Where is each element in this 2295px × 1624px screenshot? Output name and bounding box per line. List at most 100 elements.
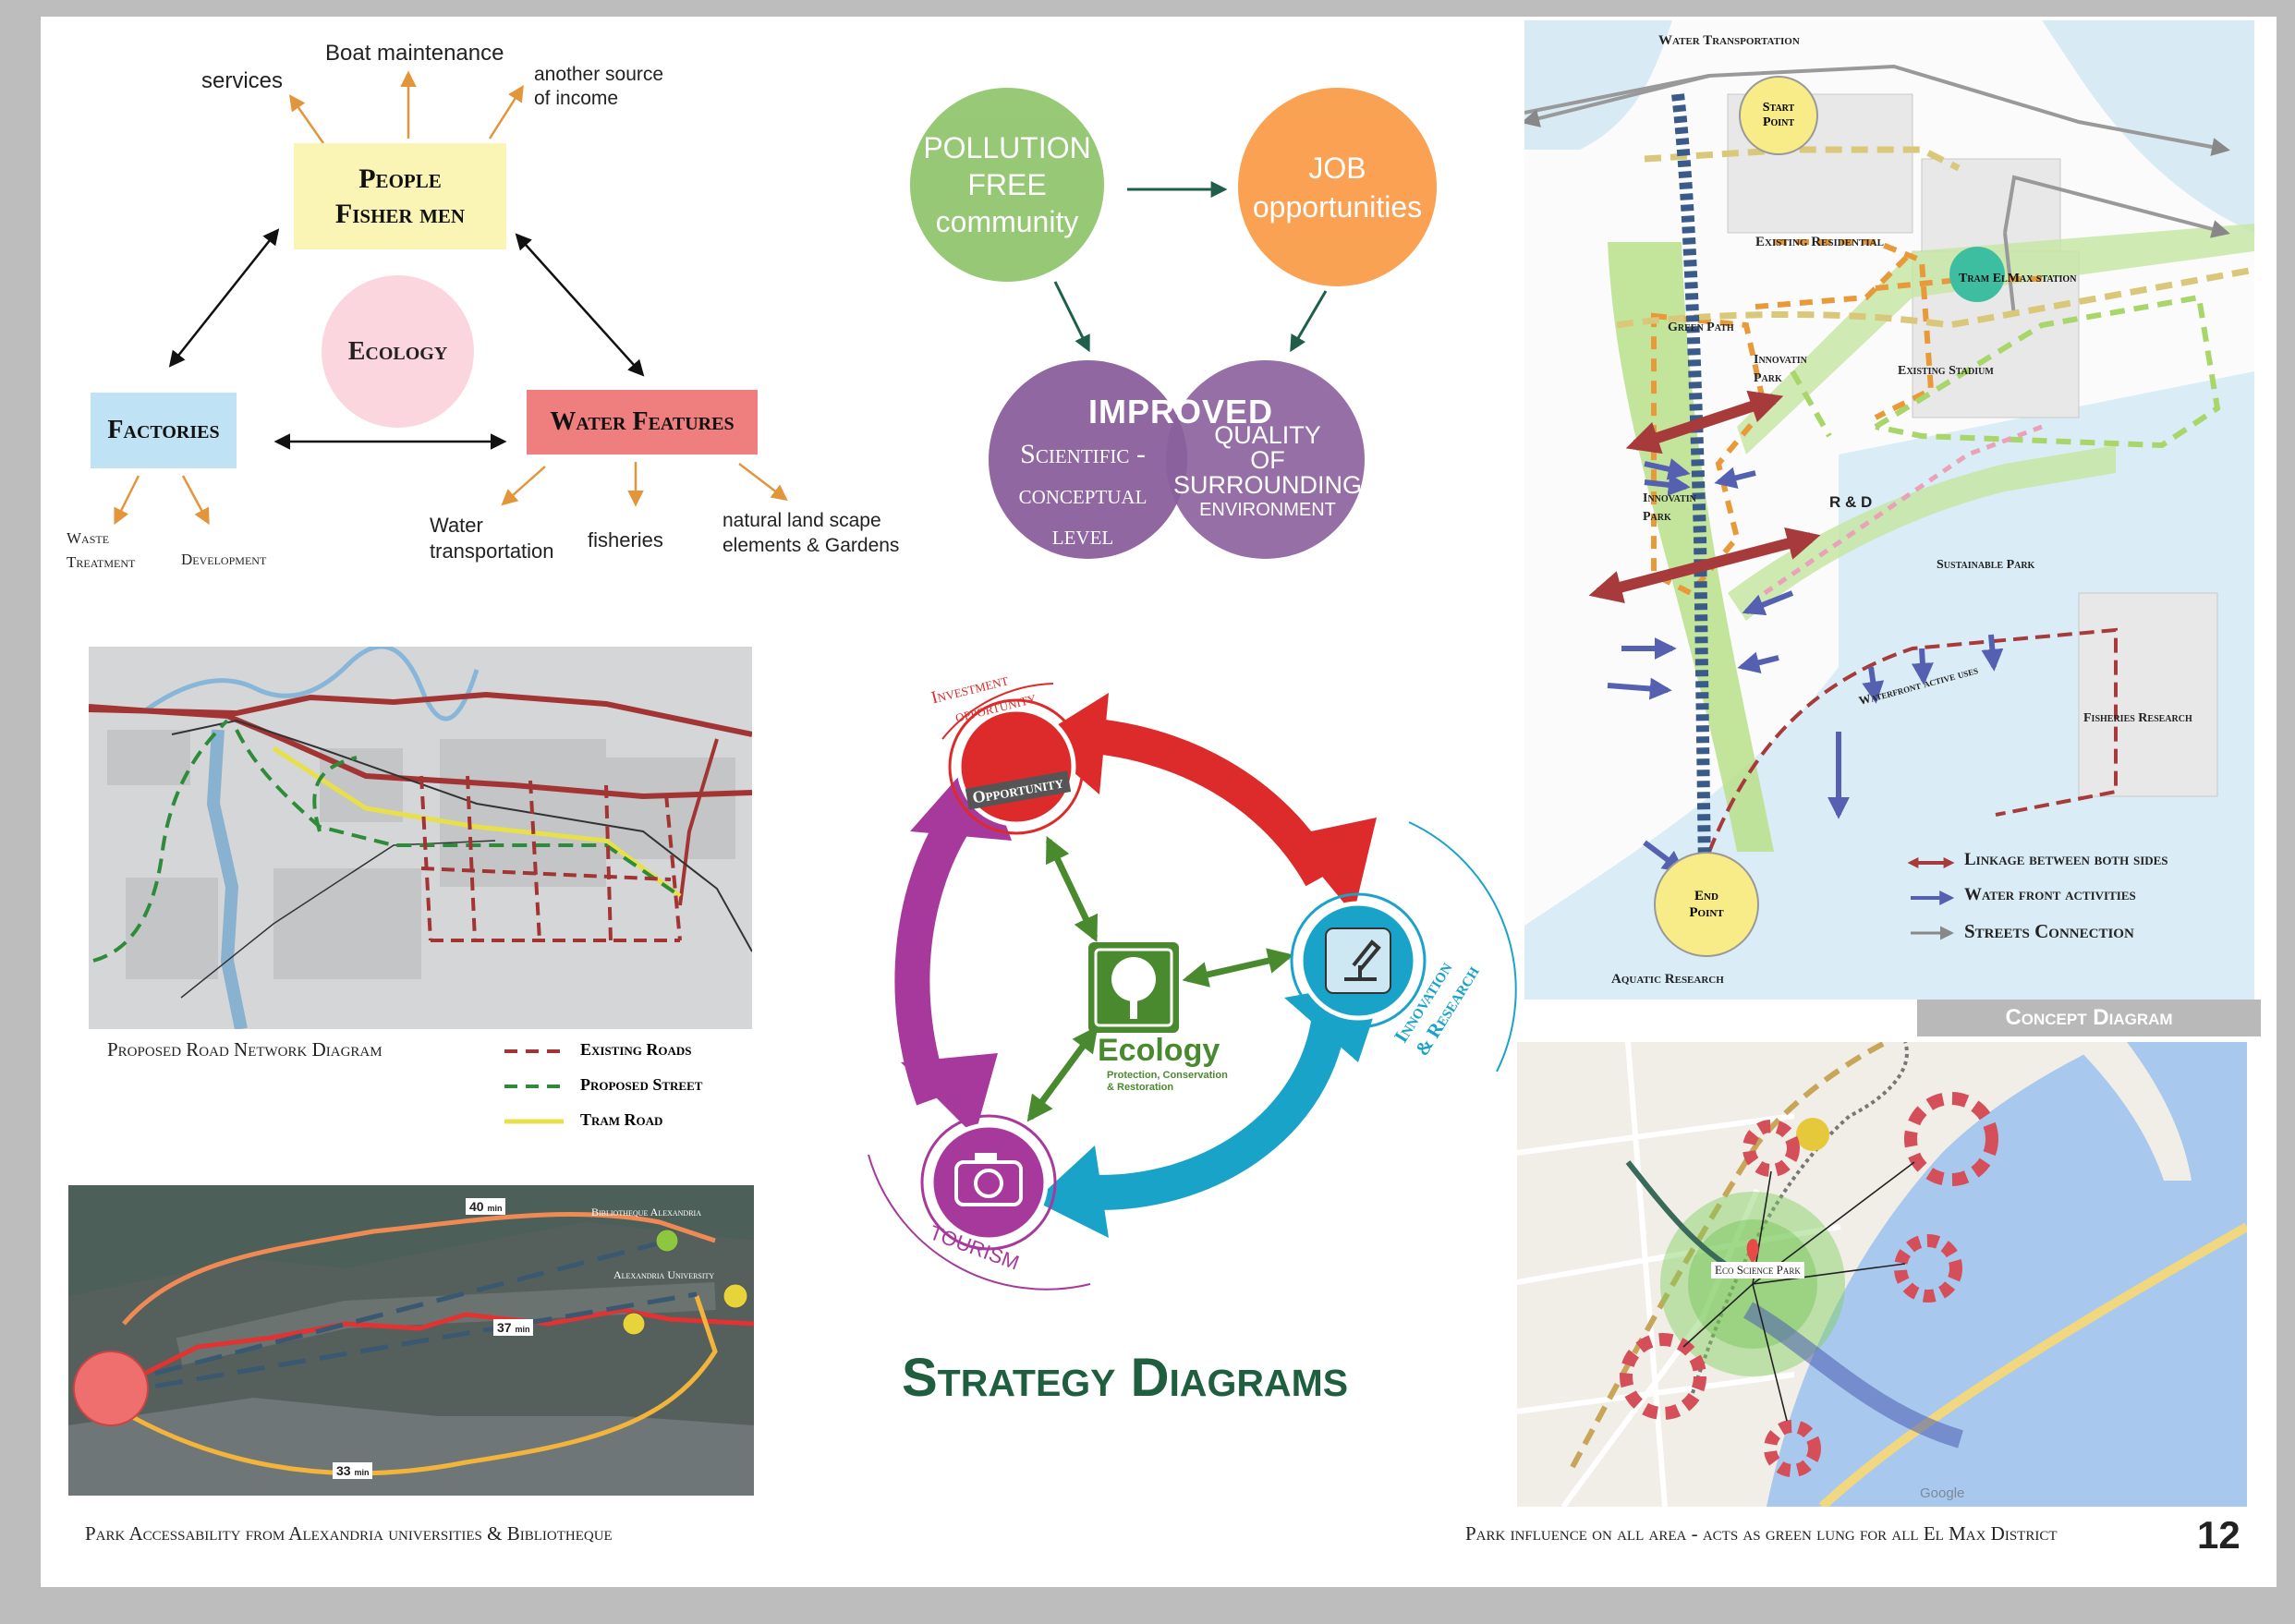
influence-title: Park influence on all area - acts as gre… bbox=[1465, 1522, 2058, 1545]
concept-drawing bbox=[1524, 20, 2254, 1000]
scientific-line-3: level bbox=[1051, 520, 1114, 551]
scientific-line-2: conceptual bbox=[1018, 479, 1148, 510]
innovatin-park-line-2: Park bbox=[1754, 371, 1782, 385]
time-33-badge: 33 min bbox=[333, 1462, 373, 1479]
waste-line-2: Treatment bbox=[67, 553, 136, 571]
legend-linkage: Linkage between both sides bbox=[1964, 850, 2168, 869]
innovatin-park-line-1: Innovatin bbox=[1754, 353, 1807, 367]
another-source-line-2: of income bbox=[534, 88, 619, 109]
concept-diagram-title: Concept Diagram bbox=[1917, 1000, 2261, 1036]
job-opportunities-circle: JOB opportunities bbox=[1238, 88, 1437, 286]
tram-station-circle bbox=[1949, 247, 2005, 302]
accessibility-map: Bibliotheque Alexandria Alexandria Unive… bbox=[68, 1185, 754, 1496]
services-label: services bbox=[201, 68, 284, 93]
fisheries-research-label: Fisheries Research bbox=[2083, 711, 2192, 725]
waste-treatment-label: Waste Treatment bbox=[67, 527, 135, 575]
fisheries-label: fisheries bbox=[588, 528, 663, 551]
time-40-unit: min bbox=[487, 1204, 503, 1213]
water-transportation-label: Water Transportation bbox=[1658, 33, 1800, 48]
road-network-map bbox=[89, 647, 752, 1029]
people-box: People Fisher men bbox=[294, 143, 506, 249]
road-legend-swatches bbox=[504, 1049, 564, 1124]
legend-existing-roads: Existing Roads bbox=[580, 1040, 692, 1059]
objectives-arrows bbox=[1053, 181, 1328, 353]
time-37-value: 37 bbox=[497, 1320, 512, 1335]
start-point-circle: Start Point bbox=[1739, 76, 1818, 155]
time-33-value: 33 bbox=[336, 1463, 351, 1478]
natural-line-1: natural land scape bbox=[722, 510, 881, 531]
legend-tram-road: Tram Road bbox=[580, 1110, 663, 1129]
aquatic-research-label: Aquatic Research bbox=[1611, 972, 1724, 987]
time-37-unit: min bbox=[515, 1325, 530, 1334]
legend-water-front: Water front activities bbox=[1964, 885, 2136, 904]
google-watermark: Google bbox=[1920, 1485, 1965, 1501]
innovatin-park-label: Innovatin Park bbox=[1754, 351, 1807, 388]
start-line-2: Point bbox=[1762, 115, 1795, 129]
road-network-lines bbox=[89, 647, 752, 1029]
stakeholder-arrows bbox=[114, 70, 788, 526]
job-line-2: opportunities bbox=[1252, 189, 1423, 224]
end-line-1: End bbox=[1694, 889, 1718, 903]
natural-landscape-label: natural land scape elements & Gardens bbox=[722, 508, 899, 558]
fishermen-label: Fisher men bbox=[334, 198, 466, 229]
end-line-2: Point bbox=[1689, 905, 1724, 920]
existing-stadium-label: Existing Stadium bbox=[1898, 364, 1994, 378]
university-label: Alexandria University bbox=[613, 1268, 715, 1281]
scientific-label: Scientific - conceptual level bbox=[1009, 434, 1157, 556]
ecology-sub-line-2: & Restoration bbox=[1107, 1082, 1174, 1093]
existing-residential-label: Existing Residential bbox=[1755, 235, 1884, 249]
quality-line-2: OF bbox=[1250, 446, 1285, 474]
water-transport-line-1: Water bbox=[430, 514, 483, 537]
legend-streets: Streets Connection bbox=[1964, 920, 2134, 942]
ecology-strategy-label: Ecology bbox=[1098, 1033, 1220, 1068]
innovatin-left-label: Innovatin Park bbox=[1643, 490, 1696, 527]
scientific-line-1: Scientific - bbox=[1020, 439, 1146, 469]
eco-park-label: Eco Science Park bbox=[1711, 1262, 1804, 1279]
water-transport-label: Water transportation bbox=[430, 513, 554, 564]
time-40-badge: 40 min bbox=[466, 1198, 506, 1215]
innovatin-left-line-2: Park bbox=[1643, 510, 1671, 524]
ecology-sub-label: Protection, Conservation & Restoration bbox=[1107, 1070, 1228, 1094]
pollution-line-2: FREE bbox=[967, 168, 1047, 201]
factories-label: Factories bbox=[107, 416, 220, 444]
pollution-free-circle: POLLUTION FREE community bbox=[910, 88, 1104, 282]
water-transport-line-2: transportation bbox=[430, 539, 554, 563]
influence-map: Eco Science Park Google bbox=[1517, 1042, 2247, 1507]
quality-circle bbox=[1166, 360, 1365, 559]
another-source-line-1: another source bbox=[534, 64, 664, 85]
road-network-title: Proposed Road Network Diagram bbox=[107, 1038, 382, 1060]
pollution-line-3: community bbox=[935, 205, 1079, 238]
job-line-1: JOB bbox=[1308, 151, 1366, 185]
waste-line-1: Waste bbox=[67, 529, 110, 547]
start-line-1: Start bbox=[1762, 101, 1795, 115]
water-features-label: Water Features bbox=[550, 407, 735, 436]
ecology-sub-line-1: Protection, Conservation bbox=[1107, 1070, 1228, 1081]
quality-line-1: QUALITY bbox=[1214, 421, 1321, 449]
page-number: 12 bbox=[2197, 1513, 2240, 1557]
rd-label: R & D bbox=[1829, 493, 1873, 511]
another-source-label: another source of income bbox=[534, 63, 663, 111]
water-features-box: Water Features bbox=[527, 390, 758, 454]
quality-line-4: ENVIRONMENT bbox=[1199, 500, 1336, 520]
quality-line-3: SURROUNDING bbox=[1172, 471, 1362, 499]
influence-drawing bbox=[1517, 1042, 2247, 1507]
concept-map: Start Point End Point Water Transportati… bbox=[1524, 20, 2254, 1000]
end-point-circle: End Point bbox=[1654, 852, 1759, 957]
innovatin-left-line-1: Innovatin bbox=[1643, 491, 1696, 505]
quality-label: QUALITY OF SURROUNDING ENVIRONMENT bbox=[1166, 423, 1369, 523]
natural-line-2: elements & Gardens bbox=[722, 535, 900, 556]
sustainable-park-label: Sustainable Park bbox=[1937, 558, 2035, 572]
time-37-badge: 37 min bbox=[493, 1319, 534, 1336]
ecology-label: Ecology bbox=[347, 336, 448, 366]
time-33-unit: min bbox=[354, 1468, 370, 1477]
green-path-label: Green Path bbox=[1668, 321, 1734, 334]
accessibility-routes bbox=[68, 1185, 754, 1496]
improved-label: IMPROVED bbox=[1088, 393, 1274, 430]
development-label: Development bbox=[181, 551, 267, 568]
legend-proposed-street: Proposed Street bbox=[580, 1075, 703, 1094]
strategy-title: Strategy Diagrams bbox=[902, 1348, 1349, 1408]
boat-maintenance-label: Boat maintenance bbox=[325, 41, 504, 66]
tram-station-label: Tram ElMax station bbox=[1959, 272, 2077, 285]
bibliotheque-label: Bibliotheque Alexandria bbox=[591, 1206, 701, 1218]
